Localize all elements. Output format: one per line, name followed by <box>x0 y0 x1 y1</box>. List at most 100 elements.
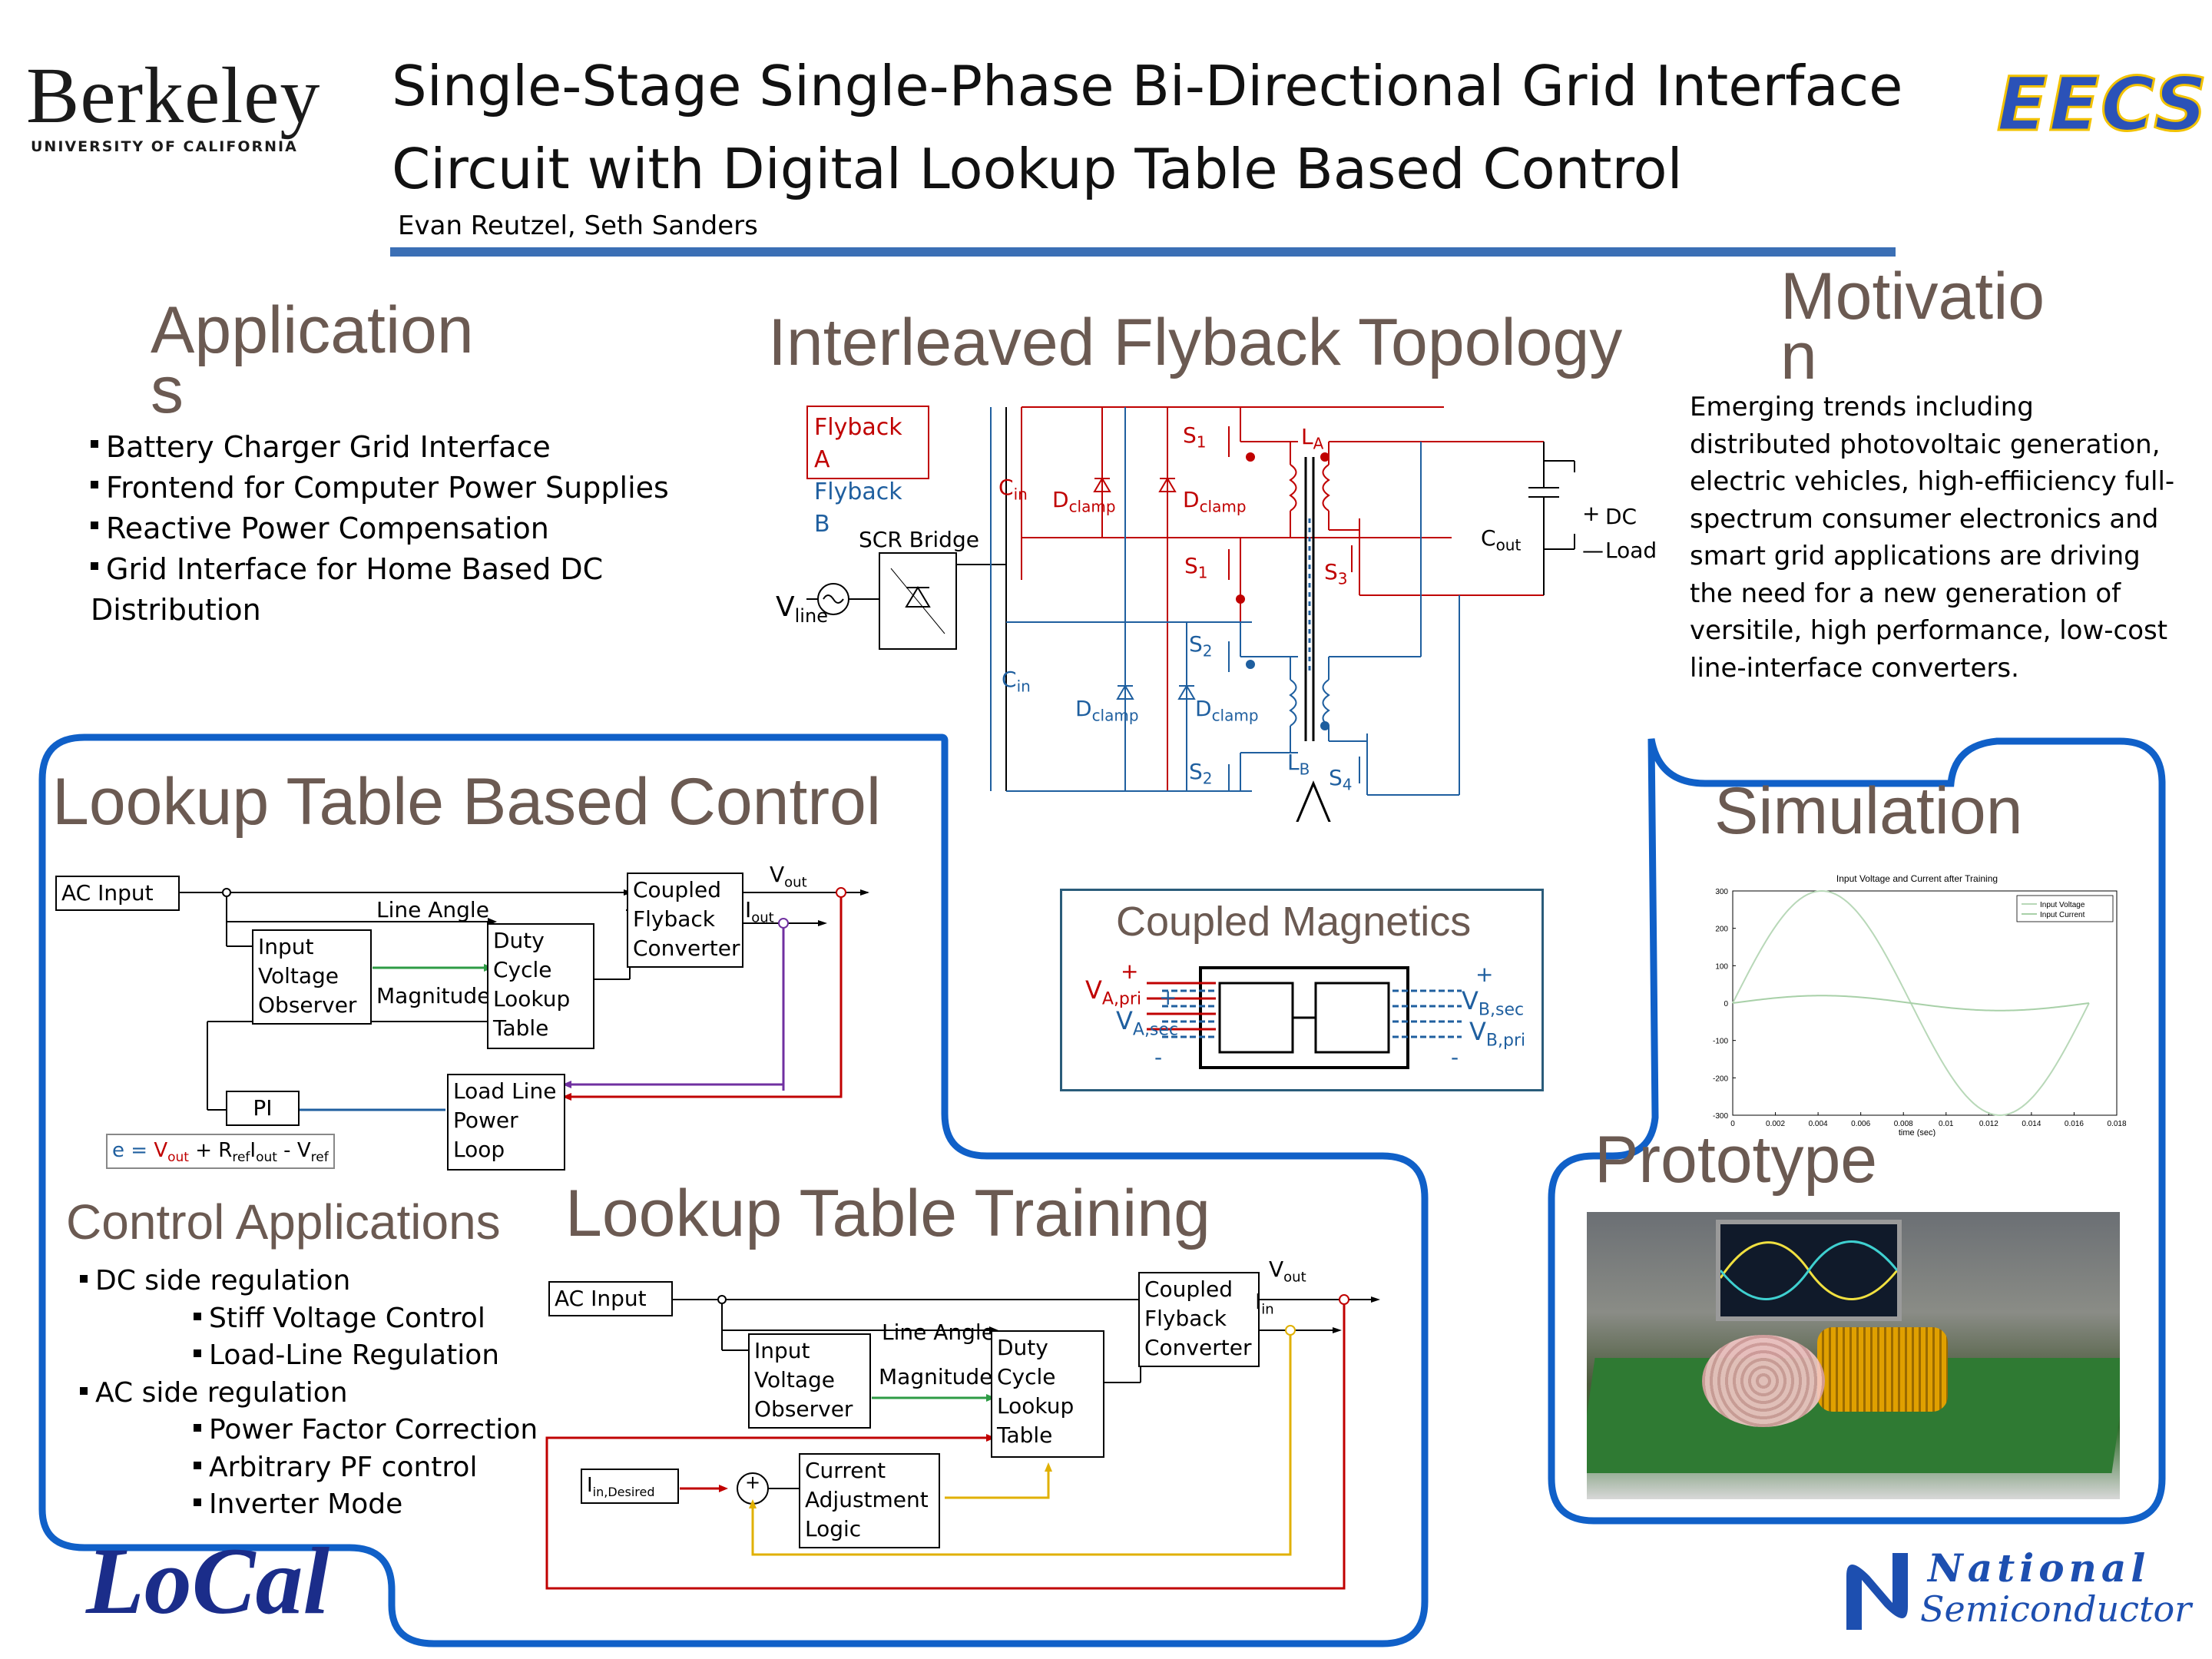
application-item: Frontend for Computer Power Supplies <box>91 468 705 508</box>
applications-title-a: Application <box>151 293 474 367</box>
chart-title: Input Voltage and Current after Training <box>1836 873 1998 884</box>
x-tick-label: 0.016 <box>2065 1120 2084 1128</box>
y-tick-label: -200 <box>1713 1075 1728 1083</box>
cout-label: Cout <box>1481 525 1522 555</box>
chart-plot-area <box>1732 890 2118 1116</box>
core-drawing <box>1147 966 1462 1069</box>
x-tick-label: 0.004 <box>1809 1120 1828 1128</box>
national-semiconductor-logo: National Semiconductor <box>1831 1545 2192 1637</box>
applications-list: Battery Charger Grid Interface Frontend … <box>91 427 705 631</box>
error-equation: e = Vout + RrefIout - Vref <box>106 1134 335 1169</box>
control-apps-title: Control Applications <box>66 1194 501 1250</box>
vapri-label: VA,pri <box>1085 975 1142 1009</box>
load-label: Load <box>1605 538 1657 563</box>
lb-label: LB <box>1287 750 1310 779</box>
ac-regulation-item: AC side regulation <box>80 1375 571 1412</box>
idesired-block: Iin,Desired <box>581 1469 679 1504</box>
transformer-winding <box>1817 1327 1948 1412</box>
chart-legend <box>2016 895 2114 922</box>
prototype-title: Prototype <box>1594 1123 1878 1197</box>
scr-bridge-label: SCR Bridge <box>859 527 979 552</box>
y-tick-label: 300 <box>1715 888 1728 896</box>
vout-label: Vout <box>770 862 807 891</box>
training-block-diagram <box>545 1294 1380 1590</box>
motivation-body: Emerging trends including distributed ph… <box>1690 392 2175 684</box>
x-tick-label: 0.008 <box>1894 1120 1913 1128</box>
legend-label: Input Current <box>2040 911 2085 919</box>
dc-minus: — <box>1582 538 1604 563</box>
eecs-logo: EECS <box>1995 61 2209 149</box>
dc-sub-item: Stiff Voltage Control <box>194 1300 571 1338</box>
coupled-magnetics-panel: Coupled Magnetics VA,pri + VA,sec + - VB… <box>1060 889 1544 1091</box>
pi-block: PI <box>226 1091 300 1126</box>
application-item: Battery Charger Grid Interface <box>91 427 705 468</box>
applications-title: Application s <box>151 293 474 428</box>
chart-x-label: time (sec) <box>1899 1128 1936 1137</box>
s3-label: S3 <box>1324 559 1348 588</box>
vasec-plus: + <box>1159 985 1177 1010</box>
vbsec-label: VB,sec <box>1462 986 1525 1020</box>
summing-plus: + <box>745 1472 761 1493</box>
s2-bottom-label: S2 <box>1189 759 1213 788</box>
y-tick-label: 100 <box>1715 962 1728 971</box>
dclamp-a2-label: Dclamp <box>1183 487 1247 516</box>
line-angle-label: Line Angle <box>376 897 489 922</box>
wire-bundle <box>1702 1335 1825 1427</box>
training-title: Lookup Table Training <box>565 1177 1210 1250</box>
vline-label: Vline <box>776 591 828 628</box>
s4-label: S4 <box>1329 765 1353 794</box>
vbpri-label: VB,pri <box>1469 1017 1526 1051</box>
oscilloscope-screen <box>1716 1220 1902 1321</box>
ac-input-block: AC Input <box>55 876 180 911</box>
s1-bottom-label: S1 <box>1184 553 1208 582</box>
x-tick-label: 0.002 <box>1766 1120 1785 1128</box>
y-tick-label: -100 <box>1713 1038 1728 1046</box>
x-tick-label: 0.018 <box>2107 1120 2126 1128</box>
authors: Evan Reutzel, Seth Sanders <box>398 210 758 241</box>
dclamp-b2-label: Dclamp <box>1195 696 1259 725</box>
y-tick-label: 0 <box>1724 1000 1728 1008</box>
motivation-title: Motivatio n <box>1780 260 2045 394</box>
training-ac-input-block: AC Input <box>548 1281 673 1316</box>
dclamp-a1-label: Dclamp <box>1052 487 1116 516</box>
down-arrow-icon <box>1296 780 1331 822</box>
dc-regulation-item: DC side regulation <box>80 1263 571 1300</box>
application-item: Reactive Power Compensation <box>91 508 705 549</box>
x-tick-label: 0.014 <box>2022 1120 2041 1128</box>
coupled-magnetics-title: Coupled Magnetics <box>1116 899 1472 945</box>
vbsec-plus: + <box>1475 962 1494 987</box>
applications-title-b: s <box>151 353 184 428</box>
cin-a-label: Cin <box>998 475 1028 504</box>
application-item-tail: Distribution <box>91 593 261 627</box>
local-logo: LoCal <box>86 1528 329 1634</box>
flyback-schematic <box>806 406 1575 822</box>
dc-sub-item: Load-Line Regulation <box>194 1337 571 1375</box>
simulation-chart: Input Voltage and Current after Training… <box>1713 873 2127 1137</box>
title-line-2: Circuit with Digital Lookup Table Based … <box>392 137 1683 201</box>
vasec-label: VA,sec <box>1116 1006 1179 1040</box>
training-vout-label: Vout <box>1269 1257 1306 1286</box>
x-tick-label: 0.01 <box>1939 1120 1954 1128</box>
vasec-minus: - <box>1154 1045 1163 1070</box>
national-wordmark: National <box>1928 1545 2151 1591</box>
legend-flyback-b: Flyback B <box>814 478 902 538</box>
prototype-photo <box>1587 1212 2120 1499</box>
ac-sub-item: Arbitrary PF control <box>194 1449 571 1487</box>
y-tick-label: -300 <box>1713 1112 1728 1121</box>
header-rule <box>390 247 1896 257</box>
y-tick-label: 200 <box>1715 926 1728 934</box>
poster-title: Single-Stage Single-Phase Bi-Directional… <box>392 45 1912 210</box>
motivation-title-b: n <box>1780 320 1817 394</box>
series-line-input-current <box>1732 995 2090 1012</box>
semiconductor-wordmark: Semiconductor <box>1920 1588 2192 1630</box>
topology-legend: Flyback A Flyback B <box>806 406 929 538</box>
cin-b-label: Cin <box>1002 667 1031 696</box>
uc-wordmark: UNIVERSITY OF CALIFORNIA <box>31 138 298 155</box>
vapri-plus: + <box>1121 959 1139 984</box>
